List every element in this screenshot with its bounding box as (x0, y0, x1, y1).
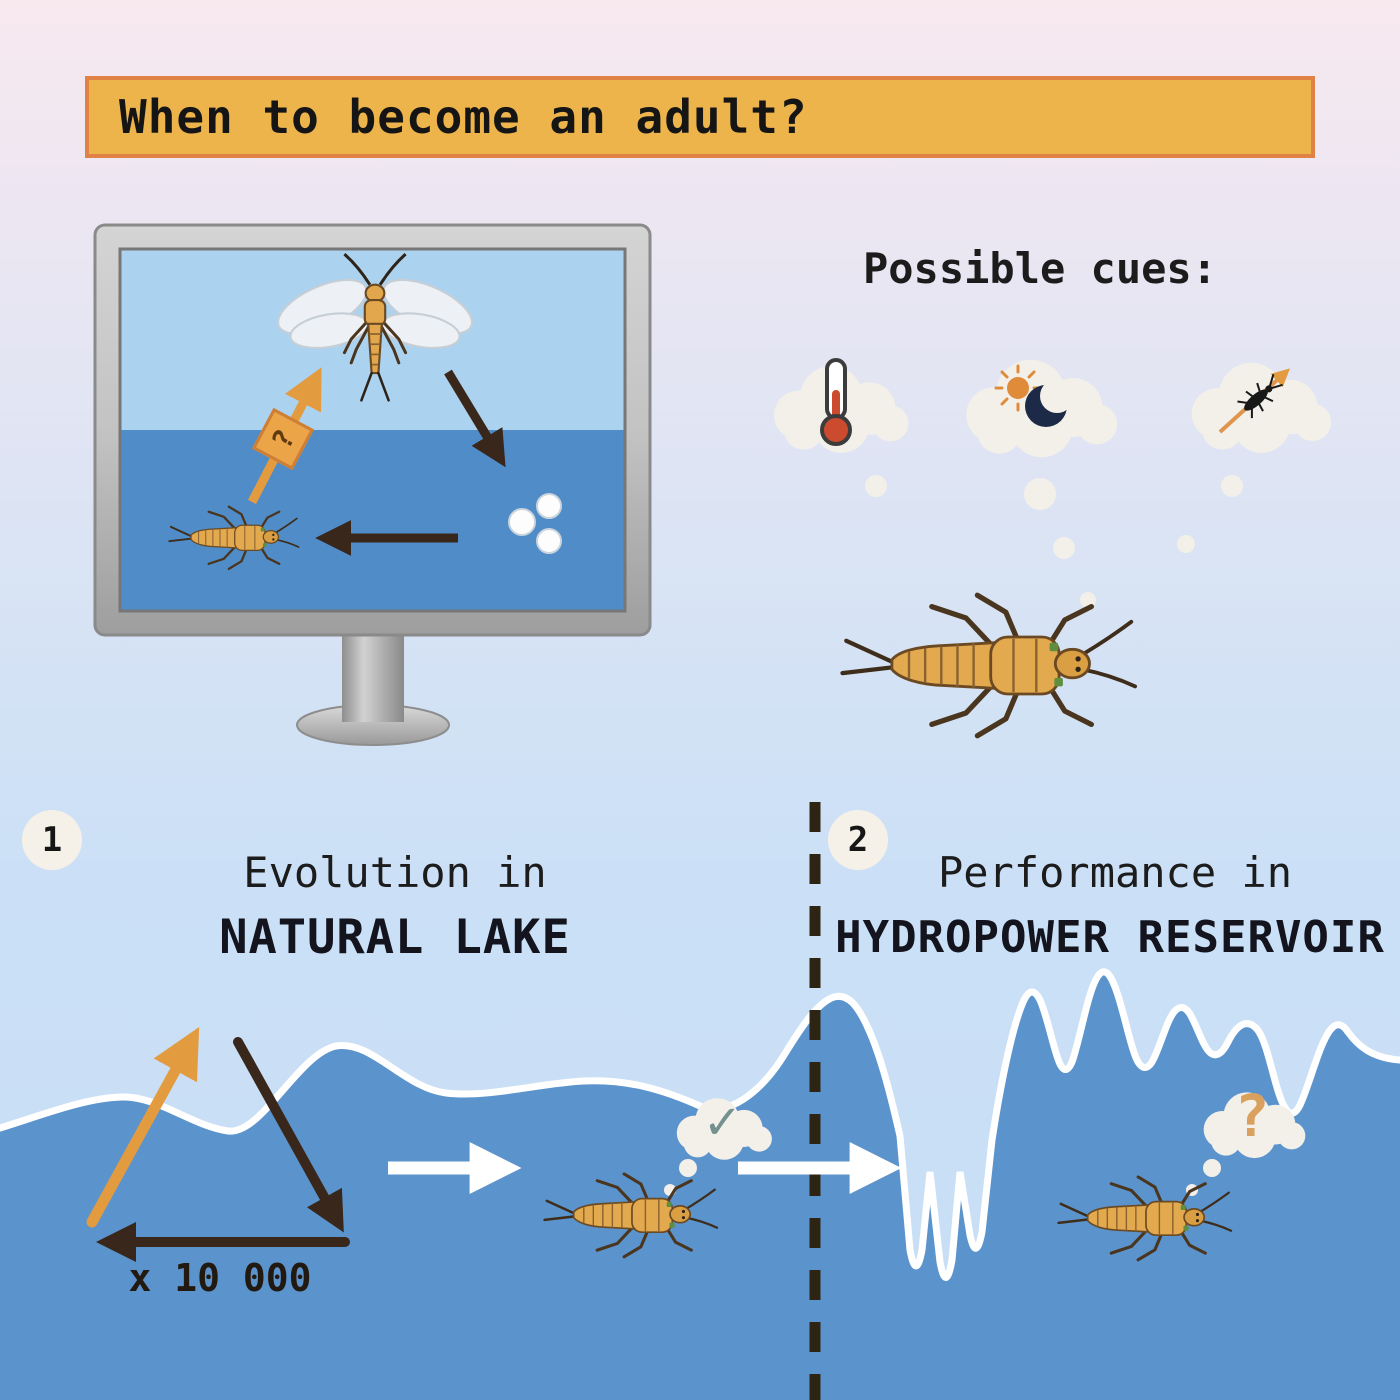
thermometer-icon (820, 358, 852, 446)
eggs (508, 493, 562, 554)
section-1-badge: 1 (22, 810, 82, 870)
water (0, 971, 1400, 1400)
section-1-title: NATURAL LAKE (219, 910, 571, 965)
generations-multiplier: x 10 000 (128, 1256, 312, 1300)
page-title: When to become an adult? (119, 90, 808, 144)
monitor-neck (342, 630, 404, 722)
question-thought: ? (1234, 1082, 1270, 1150)
section-1-subtitle: Evolution in (243, 848, 547, 897)
growth-arrow-insect-icon (1218, 368, 1290, 434)
selection-down-arrow (233, 1037, 344, 1233)
cues-label: Possible cues: (862, 244, 1217, 293)
selection-up-arrow (86, 1026, 200, 1228)
sun-moon-icon (994, 364, 1074, 427)
adult-to-eggs-arrow (444, 369, 506, 468)
water-surface-line (0, 968, 1400, 1281)
cue-clouds (774, 358, 1332, 608)
monitor (93, 223, 652, 746)
section-2-subtitle: Performance in (937, 848, 1292, 897)
title-banner: When to become an adult? (85, 76, 1315, 158)
evolution-cycle-arrows (86, 1026, 350, 1262)
thought-trail (865, 475, 1243, 608)
lifecycle-question-mark: ? (264, 423, 302, 455)
checkmark-thought: ✓ (705, 1088, 739, 1152)
larva-thinking (843, 595, 1136, 736)
section-2-badge: 2 (828, 810, 888, 870)
monitor-screen-water (120, 430, 625, 611)
section-2-title: HYDROPOWER RESERVOIR (835, 912, 1385, 963)
